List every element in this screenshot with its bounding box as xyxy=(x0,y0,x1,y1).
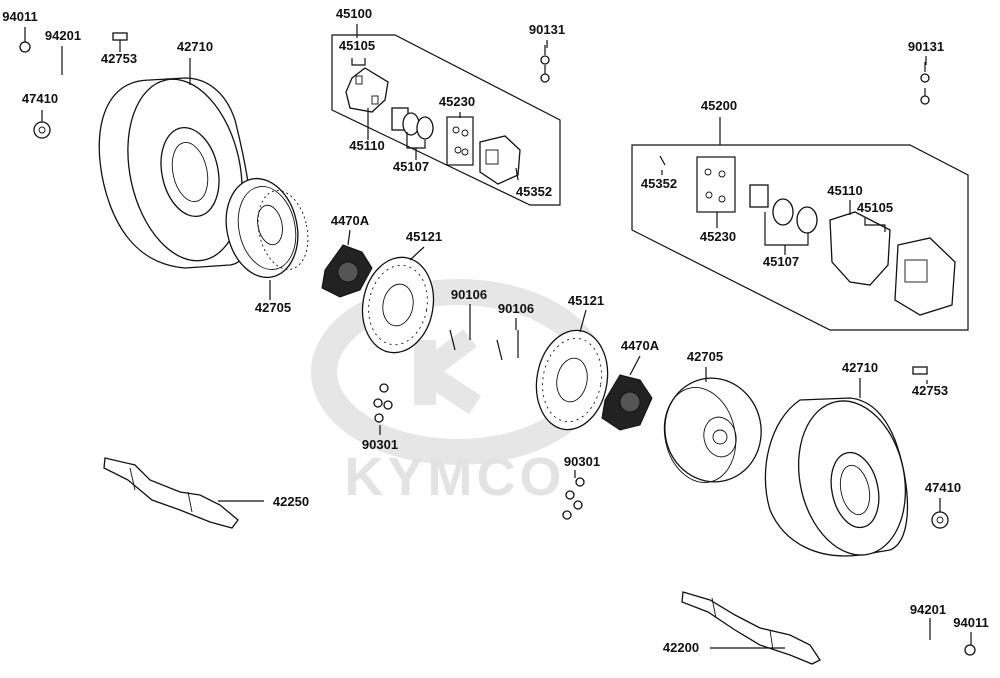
part-label-47410: 47410 xyxy=(925,480,961,495)
part-label-45121: 45121 xyxy=(568,293,604,308)
part-label-45107: 45107 xyxy=(393,159,429,174)
part-label-45230: 45230 xyxy=(439,94,475,109)
part-label-4470a: 4470A xyxy=(331,213,370,228)
part-label-42705: 42705 xyxy=(687,349,723,364)
part-label-45121: 45121 xyxy=(406,229,442,244)
nut-94011-left xyxy=(19,41,31,53)
pin-45352-left xyxy=(515,167,519,181)
part-label-47410: 47410 xyxy=(22,91,58,106)
part-label-90131: 90131 xyxy=(908,39,944,54)
part-label-45110: 45110 xyxy=(827,183,862,198)
rim-42705-left xyxy=(225,177,309,279)
nut-94011-right xyxy=(964,644,976,656)
part-label-94201: 94201 xyxy=(45,28,81,43)
part-label-45107: 45107 xyxy=(763,254,799,269)
part-label-94011: 94011 xyxy=(2,9,37,24)
bolts-90131-left xyxy=(540,45,550,83)
part-label-42753: 42753 xyxy=(912,383,948,398)
bolts-90106-right xyxy=(496,330,519,361)
watermark-text: KYMCO xyxy=(345,447,566,507)
piston-seals-45107-left xyxy=(391,107,434,140)
part-label-94011: 94011 xyxy=(953,615,988,630)
caliper-body-right xyxy=(894,237,956,316)
part-label-45200: 45200 xyxy=(701,98,737,113)
part-label-42200: 42200 xyxy=(663,640,699,655)
tire-42710-left xyxy=(98,77,253,269)
rim-42705-right xyxy=(663,377,762,483)
bolts-90131-right xyxy=(920,62,930,105)
part-label-45352: 45352 xyxy=(641,176,677,191)
part-label-90131: 90131 xyxy=(529,22,565,37)
part-label-45110: 45110 xyxy=(349,138,384,153)
part-labels: 94011 94201 42753 42710 47410 45100 45105 45110… xyxy=(2,6,988,655)
part-label-90301: 90301 xyxy=(362,437,398,452)
pin-45352-right xyxy=(659,155,666,166)
hub-4470A-left xyxy=(321,244,373,298)
part-label-94201: 94201 xyxy=(910,602,946,617)
nuts-90301-left xyxy=(373,383,393,423)
part-label-90301: 90301 xyxy=(564,454,600,469)
drive-shaft-42250 xyxy=(103,457,239,529)
axle-nut-47410-right xyxy=(931,511,949,529)
caliper-kit-45100-frame xyxy=(331,34,561,206)
pad-kit-45230-left xyxy=(452,126,469,156)
caliper-kit-45200-frame xyxy=(631,144,969,331)
part-label-42250: 42250 xyxy=(273,494,309,509)
axle-nut-47410-left xyxy=(33,121,51,139)
part-label-42710: 42710 xyxy=(842,360,878,375)
brake-disc-45121-left xyxy=(361,256,435,354)
part-label-45230: 45230 xyxy=(700,229,736,244)
caliper-bracket-45110-right xyxy=(829,211,891,286)
part-label-45105: 45105 xyxy=(339,38,375,53)
part-label-45352: 45352 xyxy=(516,184,552,199)
nuts-90301-right xyxy=(562,477,585,520)
hub-4470A-right xyxy=(601,374,653,431)
tire-42710-right xyxy=(764,397,909,557)
leader-lines xyxy=(24,24,972,649)
part-label-42710: 42710 xyxy=(177,39,213,54)
caliper-body-left xyxy=(479,135,521,185)
valve-42753-right xyxy=(912,366,928,375)
drive-shaft-42200 xyxy=(681,591,821,665)
caliper-bracket-45110-left xyxy=(345,67,389,113)
part-label-45105: 45105 xyxy=(857,200,893,215)
part-label-42753: 42753 xyxy=(101,51,137,66)
valve-42753-left xyxy=(112,32,128,41)
bolts-90106-left xyxy=(449,320,471,351)
part-label-42705: 42705 xyxy=(255,300,291,315)
part-label-4470a: 4470A xyxy=(621,338,660,353)
part-label-90106: 90106 xyxy=(451,287,487,302)
pad-kit-45230-right xyxy=(704,168,726,203)
part-label-45100: 45100 xyxy=(336,6,372,21)
piston-seals-45107-right xyxy=(749,184,818,234)
part-label-90106: 90106 xyxy=(498,301,534,316)
